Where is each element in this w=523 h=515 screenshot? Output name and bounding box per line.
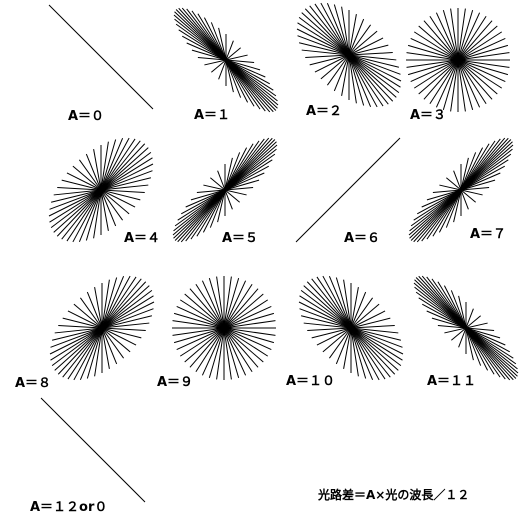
spoke-line [297,29,349,55]
polarization-ellipse-4 [49,138,153,242]
polarization-ellipse-5 [173,138,277,242]
polarization-ellipse-11 [414,276,518,380]
spoke-line [299,302,351,328]
spoke-line [349,14,356,55]
panel-label-8: A＝８ [15,376,51,391]
panel-label-11: A＝１１ [427,374,476,389]
spoke-line [50,328,102,354]
polarization-ellipse-6 [296,138,400,242]
polarization-line-0 [49,5,153,109]
spoke-line [101,190,108,231]
panel-label-0: A＝０ [68,109,104,124]
panel-label-9: A＝９ [157,375,193,390]
polarization-ellipse-2 [297,3,401,107]
polarization-ellipse-1 [174,8,278,112]
polarization-line-6 [296,138,400,242]
panel-label-6: A＝６ [344,231,380,246]
spoke-line [349,55,401,81]
spoke-line [49,190,101,216]
spoke-line [351,287,358,328]
polarization-ellipse-8 [50,276,154,380]
spoke-line [351,328,403,354]
polarization-ellipse-10 [299,276,403,380]
panel-label-2: A＝２ [306,104,342,119]
polarization-line-12 [41,398,145,502]
panel-label-12: A＝１２or０ [30,500,107,515]
panel-label-5: A＝５ [222,231,258,246]
formula-text: 光路差＝A×光の波長／１２ [317,487,469,502]
polarization-ellipse-3 [406,8,510,112]
spoke-line [102,328,109,369]
spoke-line [102,302,154,328]
polarization-ellipse-0 [49,5,153,109]
spoke-line [344,328,351,369]
polarization-panels [41,3,518,502]
panel-label-3: A＝３ [410,108,446,123]
spoke-line [342,55,349,96]
panel-label-10: A＝１０ [286,374,335,389]
polarization-ellipse-9 [172,276,276,380]
panel-label-4: A＝４ [124,231,160,246]
spoke-line [95,287,102,328]
spoke-line [101,164,153,190]
panel-label-7: A＝７ [470,227,506,242]
spoke-line [94,149,101,190]
polarization-ellipse-12 [41,398,145,502]
panel-label-1: A＝１ [194,108,230,123]
